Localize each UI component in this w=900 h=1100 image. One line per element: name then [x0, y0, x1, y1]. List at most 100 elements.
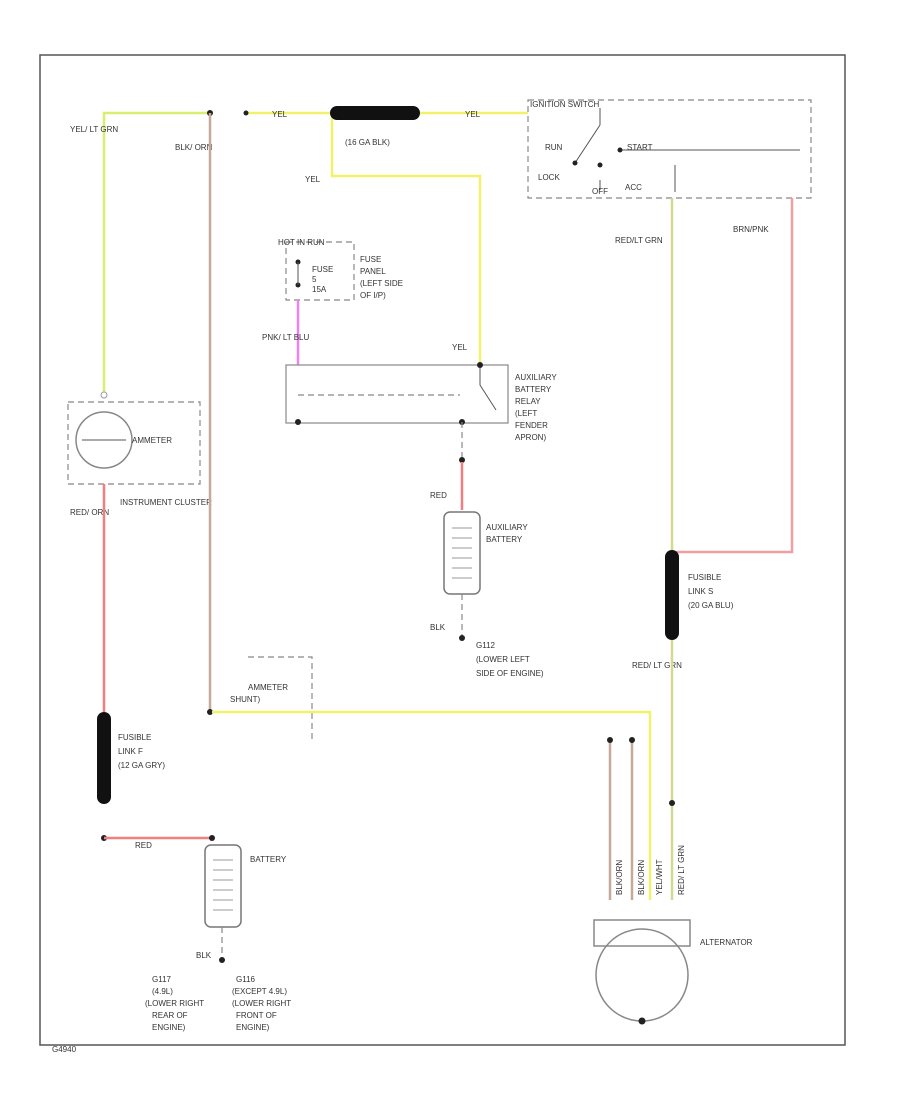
label-fuse-num: 5 [312, 275, 317, 284]
wire-yel-lt-grn-left [102, 111, 210, 395]
label-fusible-f-1: FUSIBLE [118, 733, 151, 742]
label-aux-relay-6: APRON) [515, 433, 546, 442]
switch-dot-1 [572, 160, 578, 166]
label-red-2: RED [135, 841, 152, 850]
label-alt-w3: YEL/WHT [655, 859, 664, 895]
label-yel-3: YEL [305, 175, 321, 184]
label-pnk-lt-blu: PNK/ LT BLU [262, 333, 310, 342]
diagram-border [39, 54, 846, 1046]
label-g116-5: ENGINE) [236, 1023, 270, 1032]
aux-relay-box [285, 364, 509, 424]
label-aux-relay-1: AUXILIARY [515, 373, 557, 382]
battery [204, 844, 242, 928]
alternator-ground-dot [638, 1017, 646, 1025]
label-brn-pnk: BRN/PNK [733, 225, 769, 234]
label-g116-1: G116 [236, 975, 256, 984]
label-blk-orn: BLK/ ORN [175, 143, 213, 152]
ammeter-top-dot [100, 391, 108, 399]
label-alt-w4: RED/ LT GRN [677, 845, 686, 895]
label-fusible-s-2: LINK S [688, 587, 713, 596]
label-blk-2: BLK [196, 951, 212, 960]
battery-top-dot [209, 835, 215, 841]
label-g116-2: (EXCEPT 4.9L) [232, 987, 287, 996]
label-acc: ACC [625, 183, 642, 192]
label-run: RUN [545, 143, 563, 152]
label-aux-relay-4: (LEFT [515, 409, 537, 418]
switch-dot-2 [597, 162, 603, 168]
shunt-dot [207, 709, 213, 715]
label-hot-in-run: HOT IN RUN [278, 238, 325, 247]
label-fuse: FUSE [312, 265, 333, 274]
aux-battery [443, 511, 481, 595]
label-g117-5: ENGINE) [152, 1023, 186, 1032]
label-g112-2: (LOWER LEFT [476, 655, 530, 664]
battery-cells [213, 859, 233, 911]
label-alternator: ALTERNATOR [700, 938, 753, 947]
label-fuse-amp: 15A [312, 285, 327, 294]
aux-ground-dot [459, 635, 465, 641]
relay-dot-1 [295, 419, 301, 425]
instrument-cluster-box [67, 401, 201, 485]
label-red-orn: RED/ ORN [70, 508, 109, 517]
label-ammeter-shunt-1: AMMETER [248, 683, 288, 692]
label-yel-4: YEL [452, 343, 468, 352]
label-g116-3: (LOWER RIGHT [232, 999, 291, 1008]
wire-brn-pnk [676, 198, 794, 554]
aux-battery-top-dot [459, 457, 465, 463]
ignition-switch-lead [599, 165, 676, 192]
label-g117-1: G117 [152, 975, 172, 984]
relay-dot-2 [477, 362, 483, 368]
label-g117-4: REAR OF [152, 1011, 188, 1020]
fuse-panel-box [285, 241, 355, 301]
label-red-lt-grn-2: RED/ LT GRN [632, 661, 682, 670]
label-red-1: RED [430, 491, 447, 500]
fusible-link-s [665, 550, 679, 640]
label-fuse-panel-1: FUSE [360, 255, 381, 264]
label-ignition-switch: IGNITION SWITCH [530, 100, 600, 109]
label-g117-3: (LOWER RIGHT [145, 999, 204, 1008]
label-fusible-s-1: FUSIBLE [688, 573, 721, 582]
label-yel-lt-grn: YEL/ LT GRN [70, 125, 118, 134]
wire-yel-down-relay [330, 113, 482, 365]
label-start: START [627, 143, 653, 152]
label-off: OFF [592, 187, 608, 196]
label-blk-1: BLK [430, 623, 446, 632]
label-aux-batt-1: AUXILIARY [486, 523, 528, 532]
connector-dot [243, 110, 249, 116]
label-fusible-f-3: (12 GA GRY) [118, 761, 165, 770]
label-red-lt-grn: RED/LT GRN [615, 236, 663, 245]
label-battery: BATTERY [250, 855, 287, 864]
label-g112-1: G112 [476, 641, 496, 650]
label-aux-relay-5: FENDER [515, 421, 548, 430]
ignition-switch-contact [574, 108, 601, 164]
switch-dot-3 [617, 147, 623, 153]
label-aux-relay-3: RELAY [515, 397, 541, 406]
label-fuse-panel-4: OF I/P) [360, 291, 386, 300]
label-yel-2: YEL [465, 110, 481, 119]
label-lock: LOCK [538, 173, 560, 182]
label-g117-2: (4.9L) [152, 987, 173, 996]
label-aux-relay-2: BATTERY [515, 385, 552, 394]
label-fuse-panel-3: (LEFT SIDE [360, 279, 403, 288]
battery-ground-dot [219, 957, 225, 963]
label-ammeter-shunt-2: SHUNT) [230, 695, 261, 704]
label-yel-1: YEL [272, 110, 288, 119]
label-alt-w1: BLK/ORN [615, 860, 624, 895]
ammeter-gauge [75, 411, 133, 469]
ammeter-shunt-dashed [248, 656, 313, 740]
label-fusible-f-2: LINK F [118, 747, 143, 756]
label-aux-batt-2: BATTERY [486, 535, 523, 544]
label-g112-3: SIDE OF ENGINE) [476, 669, 544, 678]
label-fusible-s-3: (20 GA BLU) [688, 601, 734, 610]
alt-wire-1-dot [607, 737, 613, 743]
wire-yel-shunt [212, 710, 652, 860]
alt-wire-2-dot [629, 737, 635, 743]
label-instrument-cluster: INSTRUMENT CLUSTER [120, 498, 212, 507]
fusible-link-top [330, 106, 420, 120]
label-code: G4940 [52, 1045, 77, 1054]
aux-battery-cells [452, 527, 472, 579]
label-fuse-panel-2: PANEL [360, 267, 386, 276]
label-g116-4: FRONT OF [236, 1011, 277, 1020]
aux-relay-contact [479, 365, 497, 411]
